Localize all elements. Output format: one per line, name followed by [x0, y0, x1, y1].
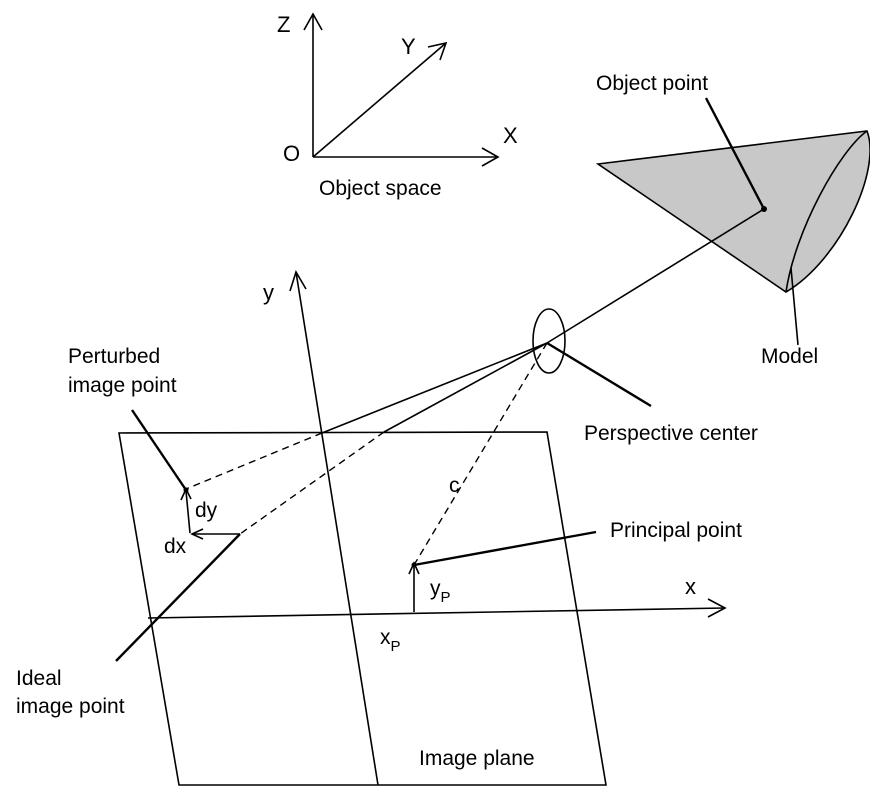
ideal-point-leader — [115, 533, 241, 662]
image-axes: y x — [147, 270, 727, 786]
object-space-caption: Object space — [319, 177, 442, 200]
ray-center-to-plane-lower — [383, 342, 548, 433]
object-x-arrowhead — [481, 147, 500, 167]
ray-to-ideal-point — [239, 431, 385, 535]
image-plane: Image plane — [118, 431, 607, 786]
perspective-center-lens — [532, 308, 566, 374]
ideal-point-label-line2: image point — [16, 695, 125, 718]
focal-length-label: c — [449, 474, 460, 497]
image-x-arrowhead — [707, 598, 727, 618]
image-y-arrowhead — [289, 270, 307, 292]
principal-point-label: Principal point — [610, 519, 742, 542]
perturbed-point-label-line2: image point — [68, 374, 177, 397]
dx-label: dx — [164, 535, 187, 558]
object-y-arrowhead — [427, 41, 448, 61]
ray-to-perturbed-point — [185, 432, 323, 490]
image-y-label: y — [263, 280, 274, 305]
image-plane-outline — [118, 431, 607, 786]
perspective-center-label: Perspective center — [584, 422, 758, 445]
xp-label: xP — [380, 626, 401, 655]
image-points: dy dx Perturbed image point Ideal image … — [16, 345, 241, 718]
object-point-label: Object point — [596, 72, 708, 95]
principal-point-group: Principal point yP xP — [380, 519, 742, 655]
perspective-center-leader — [546, 341, 652, 408]
image-x-axis — [147, 607, 726, 619]
projection-rays: Perspective center c — [185, 208, 765, 566]
object-point-leader — [704, 97, 766, 210]
perturbed-point-label-line1: Perturbed — [68, 345, 160, 368]
ray-center-to-plane-upper — [321, 342, 548, 434]
dy-label: dy — [195, 499, 218, 522]
object-space-axes: Z Y X O Object space — [277, 12, 518, 200]
ray-object-to-center — [546, 208, 765, 344]
yp-label: yP — [430, 577, 451, 606]
model-leader — [790, 267, 799, 346]
object-y-axis — [312, 42, 447, 158]
model-label: Model — [761, 345, 818, 368]
object-x-label: X — [503, 123, 518, 148]
model-cone: Object point Model — [595, 72, 870, 368]
object-z-arrowhead — [303, 12, 323, 31]
image-plane-label: Image plane — [419, 747, 535, 770]
principal-point-leader — [413, 530, 597, 567]
object-origin-label: O — [283, 141, 300, 166]
image-x-label: x — [685, 574, 696, 599]
dx-arrowhead — [190, 528, 204, 540]
object-z-label: Z — [277, 12, 290, 37]
object-y-label: Y — [401, 34, 416, 59]
focal-length-line — [413, 342, 548, 566]
perturbed-point-leader — [131, 409, 187, 491]
image-y-axis — [295, 271, 379, 786]
dy-offset-line — [185, 490, 191, 534]
model-cone-shape — [595, 130, 870, 293]
ideal-point-label-line1: Ideal — [16, 667, 62, 690]
